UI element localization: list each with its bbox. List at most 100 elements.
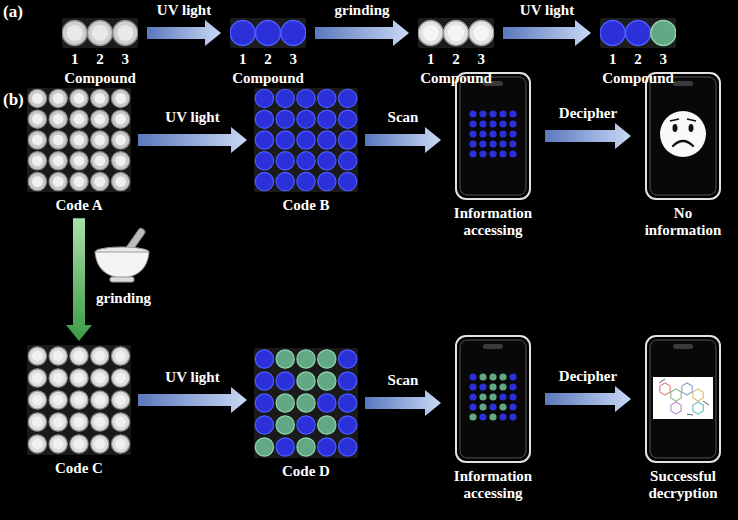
phone-node: Information accessing [446, 335, 540, 503]
sample-dish [297, 438, 315, 456]
sample-dish [444, 21, 469, 46]
screen-dot [479, 130, 486, 137]
sample-dish [62, 21, 87, 46]
sample-dish [318, 350, 336, 368]
sample-dish [28, 152, 46, 170]
sample-dish [255, 110, 273, 128]
screen-dot [499, 373, 506, 380]
screen-dot [509, 373, 516, 380]
sample-dish [318, 394, 336, 412]
sample-photo [27, 345, 131, 455]
powder [74, 351, 85, 362]
photo-ground [27, 88, 131, 192]
sample-dish [91, 369, 109, 387]
powder [53, 93, 64, 104]
sample-dish [111, 347, 129, 365]
powder [74, 114, 85, 125]
sample-dish [276, 110, 294, 128]
caption: Code D [252, 463, 360, 480]
powder [32, 135, 43, 146]
phone-screen [460, 77, 526, 195]
screen-dot [469, 110, 476, 117]
block-arrow [503, 20, 591, 46]
arrow-label: grinding [96, 290, 151, 307]
powder [53, 395, 64, 406]
sample-dish [276, 172, 294, 190]
screen-dot [509, 130, 516, 137]
screen-dot [469, 393, 476, 400]
mortar-bowl [95, 252, 149, 278]
sample-dish [255, 416, 273, 434]
sample-dish [91, 413, 109, 431]
phone-notch [673, 81, 693, 86]
block-arrow [315, 20, 409, 46]
callout-number: 3 [478, 51, 486, 68]
screen-dot [499, 110, 506, 117]
powder [32, 155, 43, 166]
callout-number: 1 [609, 51, 617, 68]
sample-photo [418, 18, 494, 48]
callout-number: 2 [634, 51, 642, 68]
ring-structure [693, 402, 703, 414]
sample-dish [91, 172, 109, 190]
sample-dish [276, 438, 294, 456]
powder [94, 93, 105, 104]
photo-ground [254, 348, 358, 458]
ring-structure [671, 389, 681, 401]
photo-ground [254, 88, 358, 192]
powder [53, 135, 64, 146]
sample-dish [70, 369, 88, 387]
sample-photo-node: Code C [25, 345, 133, 477]
powder [74, 93, 85, 104]
callout-number: 3 [290, 51, 298, 68]
screen-dot [469, 403, 476, 410]
powder [94, 351, 105, 362]
sample-dish [70, 413, 88, 431]
phone-node: No information [636, 72, 730, 240]
screen-dot [509, 140, 516, 147]
sample-photo-node: Code A [25, 88, 133, 214]
powder [94, 155, 105, 166]
caption: Compound [226, 70, 310, 87]
sample-dish [297, 372, 315, 390]
sample-dish [297, 350, 315, 368]
sample-dish [338, 110, 356, 128]
sample-dish [338, 350, 356, 368]
number-row: 123 [418, 51, 494, 68]
powder [53, 114, 64, 125]
sample-dish [49, 89, 67, 107]
powder [67, 25, 83, 41]
sample-dish [70, 89, 88, 107]
sample-dish [276, 350, 294, 368]
sample-dish [49, 152, 67, 170]
photo-ground [600, 18, 676, 48]
sample-dish [418, 21, 443, 46]
powder [94, 176, 105, 187]
sample-dish [70, 110, 88, 128]
callout-number: 3 [122, 51, 130, 68]
powder [94, 417, 105, 428]
powder [115, 93, 126, 104]
phone-body [456, 73, 530, 199]
powder [74, 135, 85, 146]
sample-dish [111, 413, 129, 431]
callout-number: 1 [427, 51, 435, 68]
screen-dot [489, 373, 496, 380]
powder [115, 417, 126, 428]
powder [53, 155, 64, 166]
powder [115, 155, 126, 166]
powder [94, 135, 105, 146]
block-arrow [147, 20, 221, 46]
sample-dish [318, 152, 336, 170]
panel-label: (b) [3, 90, 24, 110]
sample-dish [255, 350, 273, 368]
caption: Information accessing [446, 468, 540, 503]
powder [94, 439, 105, 450]
caption: Compound [596, 70, 680, 87]
sample-photo [600, 18, 676, 48]
arrow-label: Decipher [559, 368, 617, 385]
sample-dish [297, 89, 315, 107]
ring-structure [671, 402, 681, 414]
phone-notch [483, 344, 503, 349]
sample-dish [318, 172, 336, 190]
